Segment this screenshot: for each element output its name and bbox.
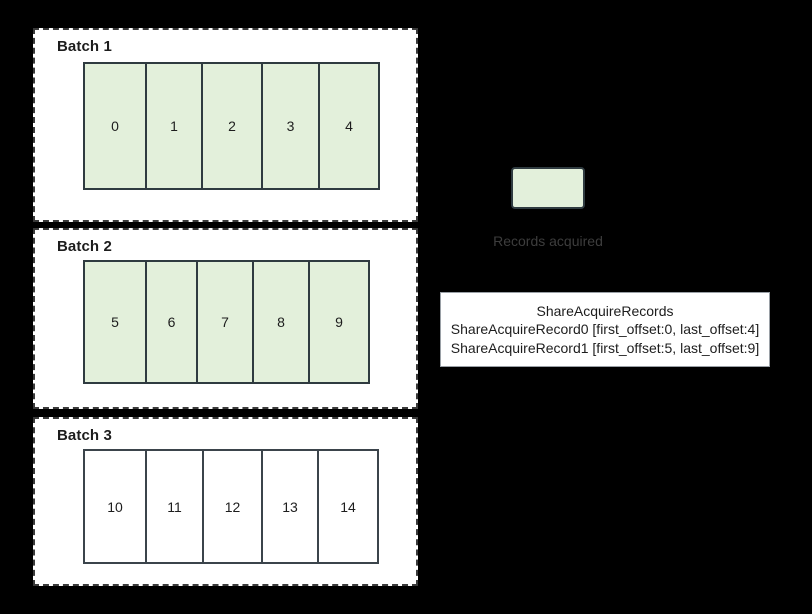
record-cell[interactable]: 8 (252, 260, 310, 384)
record-cell[interactable]: 14 (317, 449, 379, 564)
share-acquire-records-title: ShareAcquireRecords (536, 302, 674, 319)
record-cell[interactable]: 6 (145, 260, 198, 384)
record-cell[interactable]: 10 (83, 449, 147, 564)
record-cell[interactable]: 4 (318, 62, 380, 190)
batch-title-1: Batch 1 (57, 38, 112, 55)
legend-label-acquired: Records acquired (493, 233, 603, 249)
legend-swatch-acquired (511, 167, 585, 209)
record-cells-row-2: 5 6 7 8 9 (83, 260, 370, 384)
record-cells-row-1: 0 1 2 3 4 (83, 62, 380, 190)
record-cell[interactable]: 7 (196, 260, 254, 384)
batch-panel-1[interactable]: Batch 1 0 1 2 3 4 (33, 28, 418, 222)
batch-title-2: Batch 2 (57, 238, 112, 255)
batch-panel-3[interactable]: Batch 3 10 11 12 13 14 (33, 417, 418, 586)
record-cell[interactable]: 5 (83, 260, 147, 384)
share-acquire-records-box: ShareAcquireRecords ShareAcquireRecord0 … (440, 292, 770, 367)
record-cell[interactable]: 12 (202, 449, 263, 564)
record-cell[interactable]: 9 (308, 260, 370, 384)
record-cell[interactable]: 11 (145, 449, 204, 564)
share-acquire-record-1: ShareAcquireRecord1 [first_offset:5, las… (450, 339, 760, 356)
record-cell[interactable]: 0 (83, 62, 147, 190)
record-cell[interactable]: 1 (145, 62, 203, 190)
record-cell[interactable]: 13 (261, 449, 319, 564)
record-cells-row-3: 10 11 12 13 14 (83, 449, 379, 564)
batch-panel-2[interactable]: Batch 2 5 6 7 8 9 (33, 228, 418, 409)
record-cell[interactable]: 3 (261, 62, 320, 190)
batch-title-3: Batch 3 (57, 427, 112, 444)
record-cell[interactable]: 2 (201, 62, 263, 190)
share-acquire-record-0: ShareAcquireRecord0 [first_offset:0, las… (450, 321, 760, 338)
